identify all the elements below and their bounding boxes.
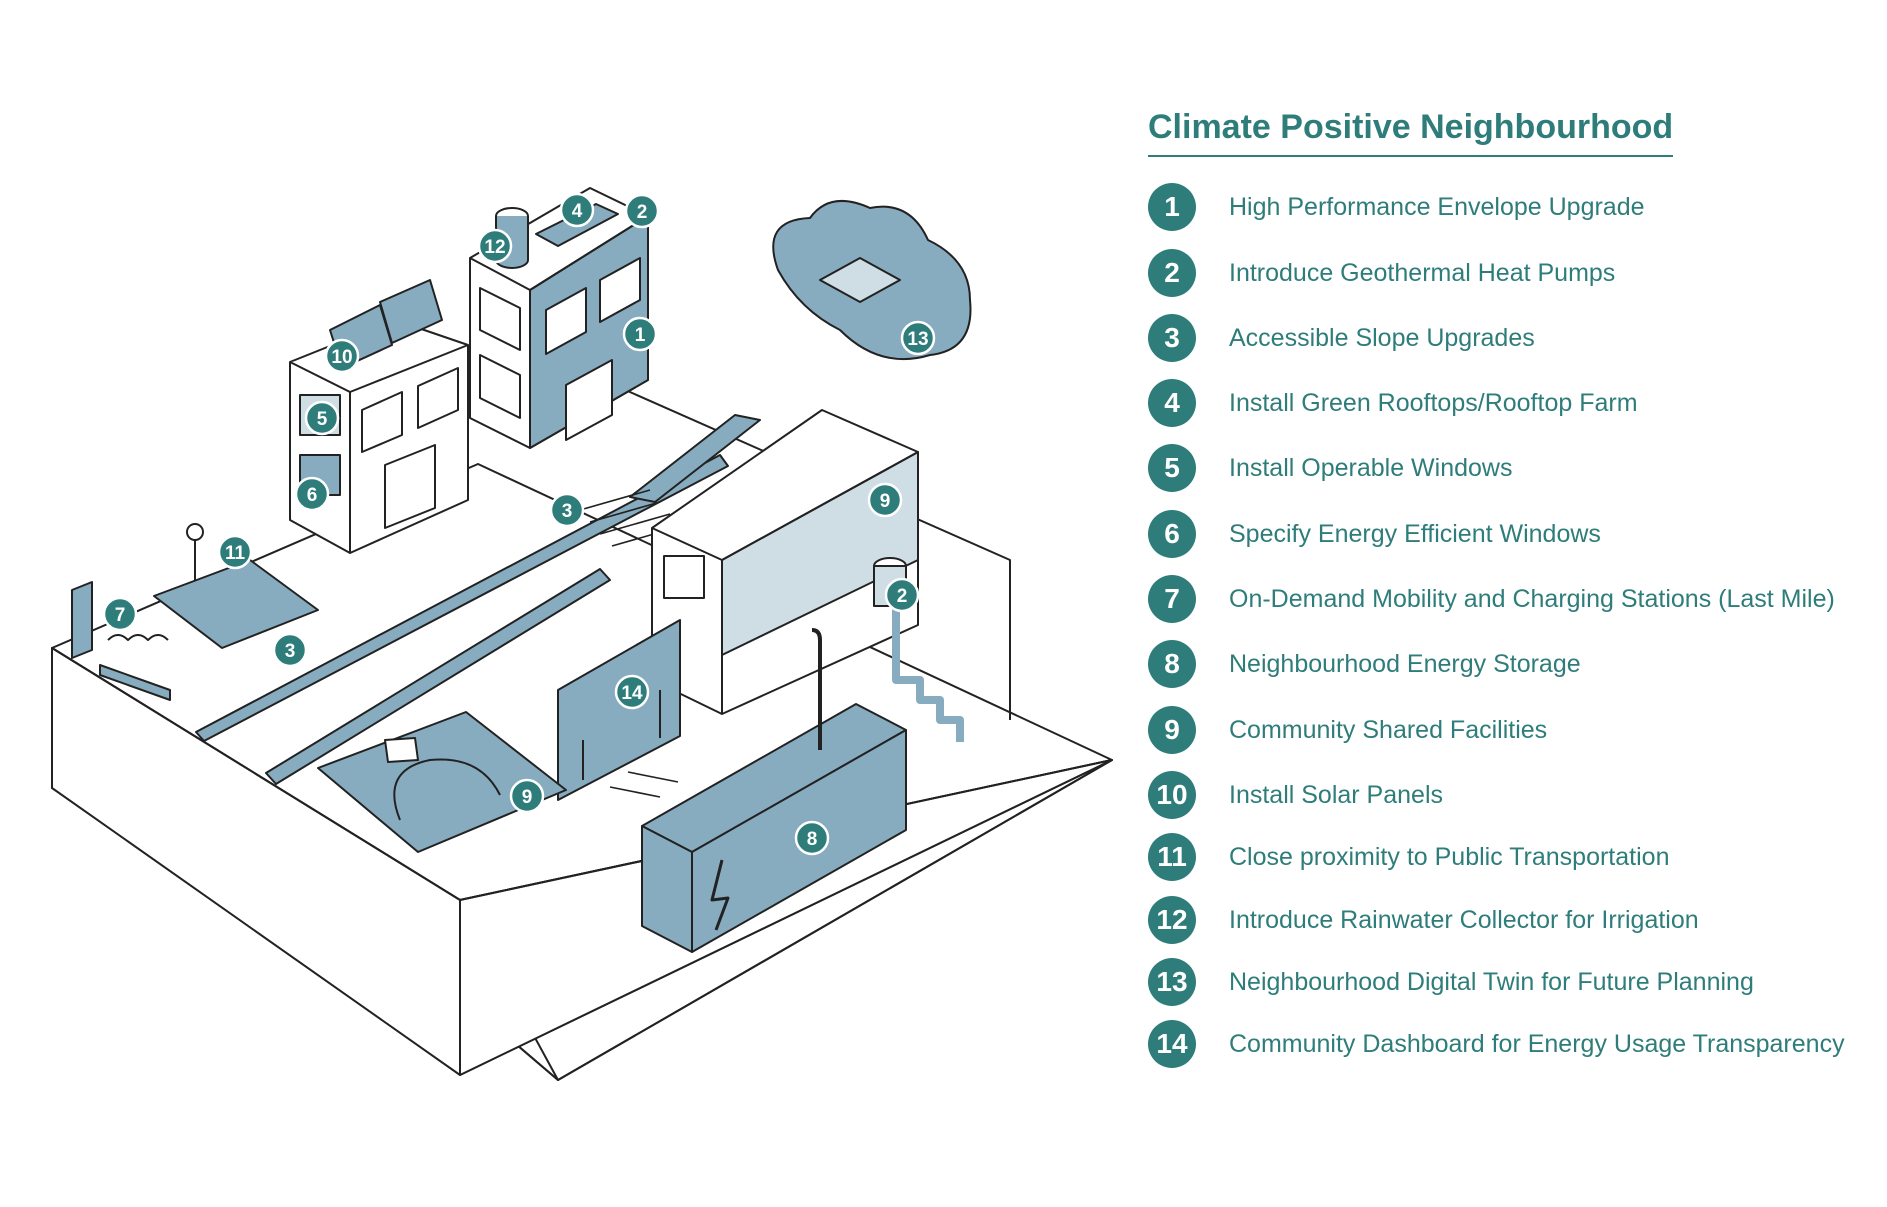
legend-item: 11 Close proximity to Public Transportati…: [1148, 833, 1669, 881]
scene-marker: 9: [867, 482, 903, 518]
legend-item: 12 Introduce Rainwater Collector for Irri…: [1148, 896, 1699, 944]
legend-label: On-Demand Mobility and Charging Stations…: [1229, 584, 1835, 613]
legend-item: 13 Neighbourhood Digital Twin for Future …: [1148, 958, 1754, 1006]
scene-marker: 3: [272, 632, 308, 668]
legend-label: Accessible Slope Upgrades: [1229, 323, 1535, 352]
scene-marker-number: 13: [907, 329, 928, 350]
legend-item: 2 Introduce Geothermal Heat Pumps: [1148, 249, 1615, 297]
scene-marker-number: 3: [562, 501, 573, 522]
scene-marker-number: 9: [522, 787, 533, 808]
legend-item: 4 Install Green Rooftops/Rooftop Farm: [1148, 379, 1638, 427]
legend-label: Introduce Rainwater Collector for Irriga…: [1229, 905, 1699, 934]
legend-item: 7 On-Demand Mobility and Charging Station…: [1148, 575, 1835, 623]
scene-marker: 10: [324, 338, 360, 374]
scene-marker-number: 3: [285, 641, 296, 662]
scene-marker-number: 5: [317, 409, 328, 430]
scene-marker-number: 1: [635, 325, 646, 346]
legend-number-badge: 14: [1148, 1020, 1196, 1068]
legend-item: 14 Community Dashboard for Energy Usage T…: [1148, 1020, 1845, 1068]
legend-number-badge: 11: [1148, 833, 1196, 881]
scene-marker-number: 10: [331, 347, 352, 368]
plaza: [317, 711, 567, 853]
legend-label: Install Solar Panels: [1229, 780, 1444, 809]
scene-marker: 2: [624, 193, 660, 229]
legend-number-badge: 2: [1148, 249, 1196, 297]
legend-number-badge: 5: [1148, 444, 1196, 492]
legend-label: Introduce Geothermal Heat Pumps: [1229, 258, 1616, 287]
legend-item: 5 Install Operable Windows: [1148, 444, 1512, 492]
scene-marker-number: 2: [897, 586, 908, 607]
building-left: [289, 279, 469, 554]
scene-marker: 7: [102, 596, 138, 632]
legend-title: Climate Positive Neighbourhood: [1148, 108, 1674, 157]
scene-marker: 2: [884, 577, 920, 613]
scene-marker: 1: [622, 316, 658, 352]
legend-number-badge: 8: [1148, 640, 1196, 688]
scene-marker: 9: [509, 778, 545, 814]
scene-marker: 5: [304, 400, 340, 436]
legend: Climate Positive Neighbourhood 1 High Per…: [1148, 108, 1868, 1068]
legend-number-badge: 13: [1148, 958, 1196, 1006]
scene-marker-number: 6: [307, 485, 318, 506]
legend-number-badge: 12: [1148, 896, 1196, 944]
legend-item: 3 Accessible Slope Upgrades: [1148, 314, 1535, 362]
legend-number-badge: 1: [1148, 183, 1196, 231]
legend-item: 8 Neighbourhood Energy Storage: [1148, 640, 1581, 688]
scene-marker-number: 4: [572, 201, 583, 222]
scene-marker: 14: [614, 674, 650, 710]
legend-label: Install Green Rooftops/Rooftop Farm: [1229, 388, 1638, 417]
scene-marker: 13: [900, 320, 936, 356]
crosswalk: [579, 489, 683, 798]
building-right: [469, 187, 649, 449]
legend-item: 9 Community Shared Facilities: [1148, 706, 1547, 754]
legend-label: Specify Energy Efficient Windows: [1229, 519, 1601, 548]
legend-label: Neighbourhood Energy Storage: [1229, 649, 1581, 678]
scene-marker-number: 14: [621, 683, 643, 704]
legend-label: Neighbourhood Digital Twin for Future Pl…: [1229, 967, 1754, 996]
legend-number-badge: 4: [1148, 379, 1196, 427]
legend-label: Community Dashboard for Energy Usage Tra…: [1229, 1029, 1845, 1058]
scene-marker-number: 8: [807, 829, 818, 850]
digital-twin-cloud: [772, 200, 972, 361]
legend-label: High Performance Envelope Upgrade: [1229, 192, 1645, 221]
legend-label: Close proximity to Public Transportation: [1229, 842, 1670, 871]
scene-marker-number: 7: [115, 605, 126, 626]
legend-number-badge: 10: [1148, 771, 1196, 819]
legend-item: 10 Install Solar Panels: [1148, 771, 1443, 819]
legend-label: Install Operable Windows: [1229, 453, 1513, 482]
legend-number-badge: 3: [1148, 314, 1196, 362]
scene-marker: 11: [217, 534, 253, 570]
legend-number-badge: 6: [1148, 510, 1196, 558]
legend-item: 1 High Performance Envelope Upgrade: [1148, 183, 1645, 231]
scene-marker: 4: [559, 192, 595, 228]
legend-number-badge: 9: [1148, 706, 1196, 754]
scene-marker: 12: [477, 228, 513, 264]
scene-marker-number: 9: [880, 491, 891, 512]
scene-marker-number: 11: [225, 543, 246, 564]
bus-stop-and-slope: [71, 523, 319, 701]
legend-item: 6 Specify Energy Efficient Windows: [1148, 510, 1601, 558]
scene-marker-number: 12: [484, 237, 505, 258]
scene-marker: 8: [794, 820, 830, 856]
scene-marker-number: 2: [637, 202, 648, 223]
scene-marker: 6: [294, 476, 330, 512]
legend-number-badge: 7: [1148, 575, 1196, 623]
scene-marker: 3: [549, 492, 585, 528]
legend-label: Community Shared Facilities: [1229, 715, 1548, 744]
road-strips: [195, 414, 761, 785]
